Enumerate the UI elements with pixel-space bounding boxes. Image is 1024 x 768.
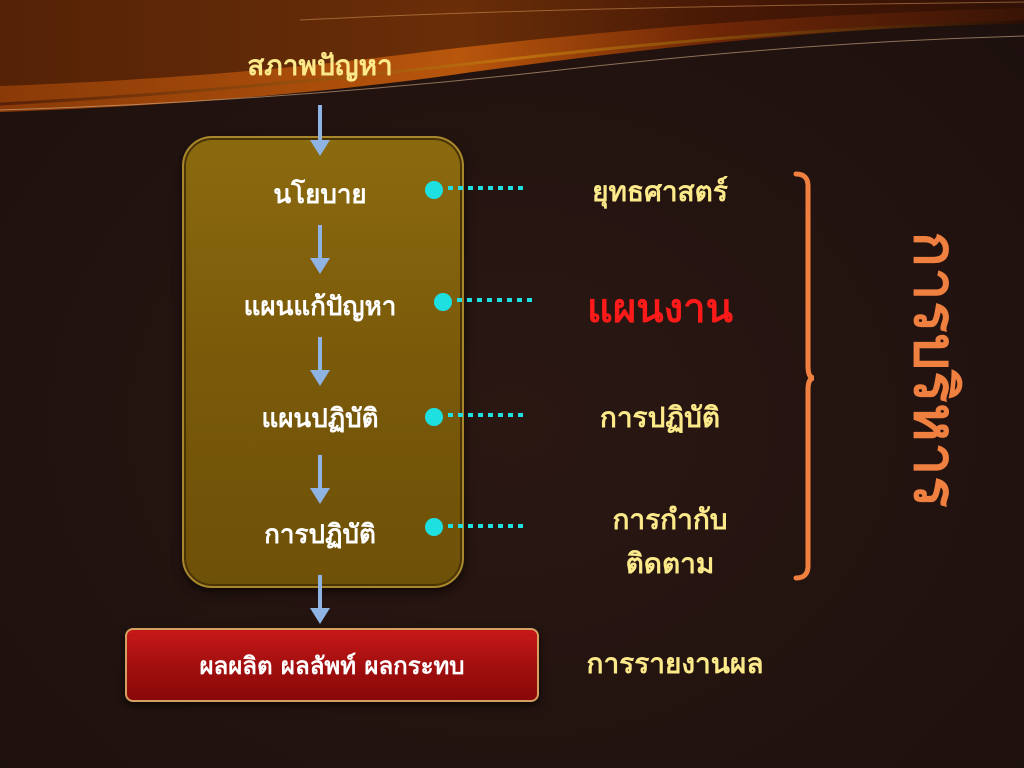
connector-dot-operation xyxy=(425,518,443,536)
flow-arrows xyxy=(310,105,330,624)
step-solution-plan: แผนแก้ปัญหา xyxy=(243,292,397,322)
connector-dot-action-plan xyxy=(425,408,443,426)
arrowhead-to-solution-plan xyxy=(310,258,330,274)
outcome-label: ผลผลิต ผลลัพท์ ผลกระทบ xyxy=(199,651,465,680)
management-bracket xyxy=(793,171,815,581)
arrowhead-to-operation xyxy=(310,488,330,504)
problem-label: สภาพปัญหา xyxy=(247,49,393,82)
label-monitor-line1: การกำกับ xyxy=(612,503,728,536)
dotted-connectors xyxy=(425,181,537,536)
label-plan: แผนงาน xyxy=(587,286,733,332)
outcome-box: ผลผลิต ผลลัพท์ ผลกระทบ xyxy=(125,628,539,702)
process-container xyxy=(182,136,464,588)
arrowhead-to-policy xyxy=(310,140,330,156)
connector-dot-policy xyxy=(425,181,443,199)
label-monitor-line2: ติดตาม xyxy=(625,547,715,580)
label-strategy: ยุทธศาสตร์ xyxy=(592,175,728,208)
step-policy: นโยบาย xyxy=(273,180,367,210)
arrowhead-to-action-plan xyxy=(310,370,330,386)
decorative-swoosh xyxy=(0,0,1024,112)
connector-dot-solution-plan xyxy=(434,293,452,311)
label-operation: การปฏิบัติ xyxy=(599,401,721,434)
step-operation: การปฏิบัติ xyxy=(264,520,376,550)
arrowhead-to-outcome xyxy=(310,608,330,624)
management-vertical-label: การบริหาร xyxy=(901,231,969,509)
step-action-plan: แผนปฏิบัติ xyxy=(261,404,379,434)
label-report: การรายงานผล xyxy=(586,647,764,680)
